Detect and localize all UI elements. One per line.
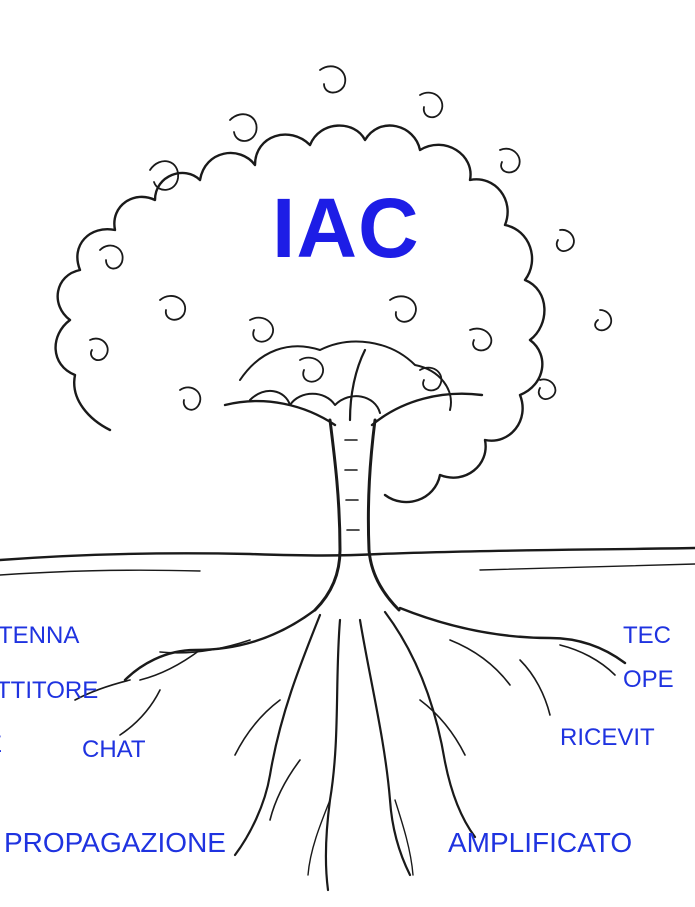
label-trasmettitore: TTITORE [0, 677, 99, 704]
tree-trunk [313, 418, 342, 612]
title-iac: IAC [272, 181, 420, 275]
label-amplificatore: AMPLIFICATO [448, 827, 633, 858]
tree-roots [123, 608, 317, 682]
ground-line [0, 546, 695, 562]
label-e: E [0, 733, 2, 757]
label-propagazione: PROPAGAZIONE [4, 827, 226, 858]
canopy-outline [54, 124, 546, 504]
label-ricevitore: RICEVIT [560, 724, 655, 751]
label-antenna: TENNA [0, 622, 80, 649]
label-operative: OPE [623, 666, 674, 693]
label-tecniche: TEC [623, 622, 671, 649]
label-chat: CHAT [82, 736, 146, 763]
